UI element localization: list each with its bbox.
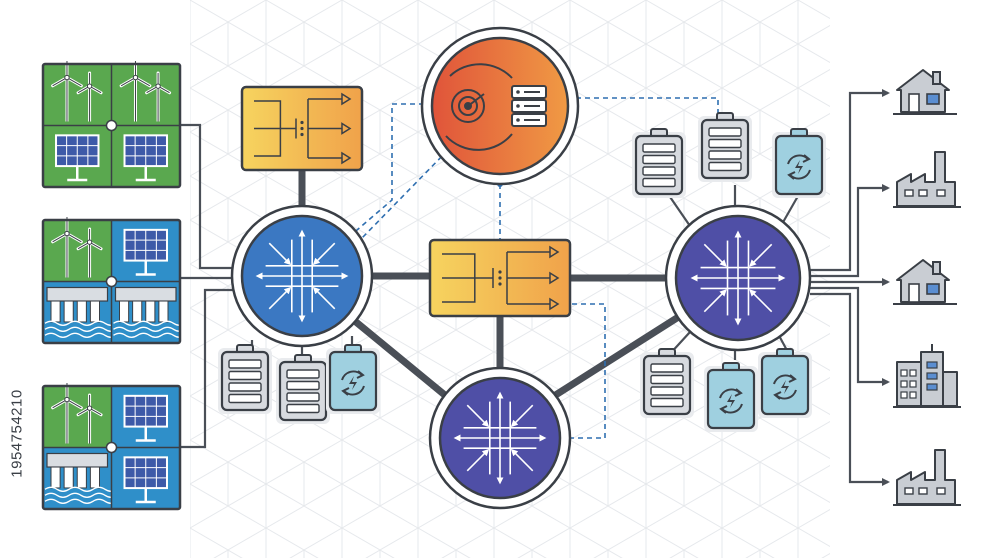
solar-panel-icon — [123, 228, 168, 276]
radar-icon — [445, 63, 513, 151]
east-lower-storage — [640, 348, 812, 432]
stock-id-text: 1954754210 — [8, 388, 26, 478]
office-building-icon — [893, 344, 961, 408]
east-upper-storage — [632, 112, 826, 198]
control-center — [420, 26, 580, 186]
switch-to-south-hub-link — [570, 303, 606, 439]
battery-icon — [632, 128, 686, 198]
east-hub-to-south-hub — [550, 312, 684, 400]
consumer-1-link — [810, 89, 890, 272]
consumer-1-house — [893, 69, 957, 115]
house-icon — [893, 259, 957, 305]
source-tile-solar — [43, 125, 112, 187]
source-tile-wind — [43, 381, 112, 448]
west-storage — [218, 344, 380, 424]
source-tile-solar — [111, 220, 180, 282]
energy-source-wind-solar-farm — [41, 59, 182, 189]
distribution-grid-icon — [690, 230, 786, 326]
west-switchgear — [240, 85, 364, 172]
consumer-3-house — [893, 259, 957, 305]
consumer-2-factory — [893, 151, 961, 208]
source-tile-solar — [111, 125, 180, 187]
battery-swap-icon — [758, 348, 812, 418]
east-grid-hub — [664, 204, 812, 352]
consumer-4-office-building — [893, 344, 961, 408]
consumer-5-link — [810, 292, 890, 486]
source-tile-hydro — [111, 281, 186, 343]
battery-icon — [276, 354, 330, 424]
battery-swap-icon — [704, 362, 758, 432]
hydro-dam-icon — [113, 286, 186, 339]
consumer-2-link — [810, 184, 890, 278]
solar-panel-icon — [123, 134, 168, 182]
control-to-west-hub-link-2 — [361, 149, 449, 239]
factory-icon — [893, 151, 961, 208]
solar-panel-icon — [123, 394, 168, 442]
battery-icon — [698, 112, 752, 182]
power-links — [298, 166, 684, 400]
server-rack-icon — [511, 85, 547, 127]
battery-icon — [640, 348, 694, 418]
battery-icon — [218, 344, 272, 414]
house-icon — [893, 69, 957, 115]
source-tile-solar — [111, 386, 180, 448]
energy-source-wind-solar-hydro-farm — [41, 381, 182, 511]
solar-panel-icon — [123, 456, 168, 504]
source-tile-hydro — [43, 447, 118, 509]
distribution-grid-icon — [255, 229, 349, 323]
source-tile-hydro — [43, 281, 118, 343]
circuit-switch-icon — [254, 92, 352, 165]
wind-turbine-icon — [51, 59, 103, 122]
west-grid-hub — [230, 204, 374, 348]
wind-turbine-icon — [51, 215, 103, 278]
consumer-5-factory — [893, 449, 961, 506]
solar-panel-icon — [55, 134, 100, 182]
south-grid-hub — [428, 366, 572, 510]
source-tile-wind — [43, 59, 112, 126]
stock-id-watermark: 1954754210 — [2, 318, 32, 548]
battery-swap-icon — [772, 128, 826, 198]
west-hub-to-south-hub — [352, 318, 450, 400]
central-switchgear — [428, 238, 572, 318]
source-tile-solar — [111, 447, 180, 509]
wind-turbine-icon — [119, 59, 172, 122]
energy-source-wind-solar-hydro-farm — [41, 215, 186, 345]
source-tile-wind — [43, 215, 112, 282]
hydro-dam-icon — [44, 286, 118, 339]
hydro-dam-icon — [44, 452, 118, 505]
source-1-link — [180, 123, 236, 270]
consumer-4-link — [810, 286, 890, 386]
source-tile-wind — [111, 59, 180, 126]
factory-icon — [893, 449, 961, 506]
distribution-grid-icon — [453, 391, 547, 485]
wind-turbine-icon — [51, 381, 103, 444]
circuit-switch-icon — [442, 245, 560, 311]
source-3-link — [180, 288, 236, 449]
control-to-west-hub-link-1 — [349, 103, 424, 237]
battery-swap-icon — [326, 344, 380, 414]
